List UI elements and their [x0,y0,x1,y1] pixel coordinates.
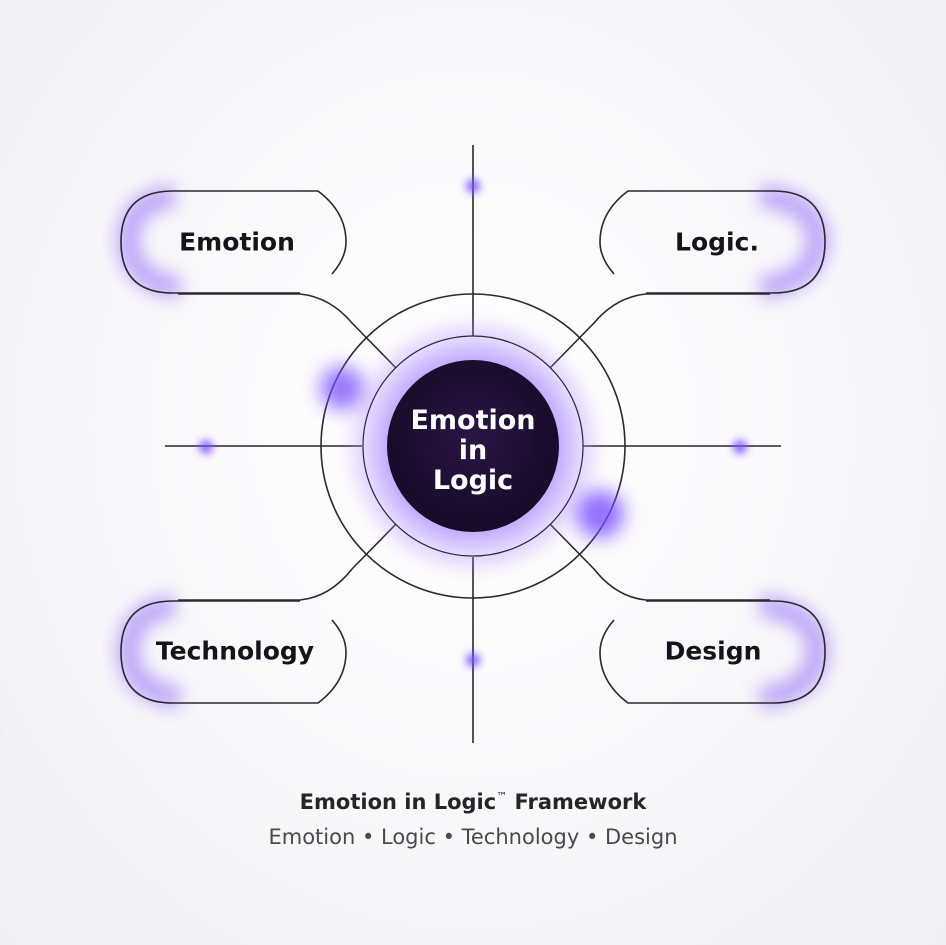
core-circle [387,360,559,532]
connector-lines [178,293,770,601]
trademark-mark: ™ [496,790,508,803]
center-line-3: Logic [432,465,514,496]
caption-subtitle: Emotion • Logic • Technology • Design [268,825,678,849]
node-logic-label: Logic. [675,227,759,257]
node-design-label: Design [664,636,762,666]
dot-bottom [466,653,480,667]
caption-title-text: Emotion in Logic [299,790,497,814]
pill-outlines [120,190,826,704]
connector-emotion [178,293,399,371]
pill-emotion-outline [120,190,347,294]
glow-orbs [199,179,747,667]
center-line-1: Emotion [410,405,536,436]
dot-top [466,179,480,193]
center-label: Emotion in Logic [388,366,558,536]
center-line-2: in [458,435,488,466]
orb-right-lower [576,490,624,538]
pill-logic-outline [599,190,826,294]
dot-left [199,440,213,454]
connector-design [547,521,770,601]
outer-ring [320,293,626,599]
pill-technology-outline [120,600,347,704]
node-emotion-label: Emotion [179,227,295,257]
pill-glows [116,185,830,709]
connector-logic [547,293,770,371]
axis-lines [165,145,781,743]
caption-title-suffix: Framework [514,790,647,814]
pill-design-outline [599,600,826,704]
node-technology-label: Technology [155,636,315,666]
orb-left-upper [320,366,364,410]
dot-right [733,440,747,454]
connector-technology [178,521,399,601]
caption-title: Emotion in Logic™ Framework [0,790,946,814]
